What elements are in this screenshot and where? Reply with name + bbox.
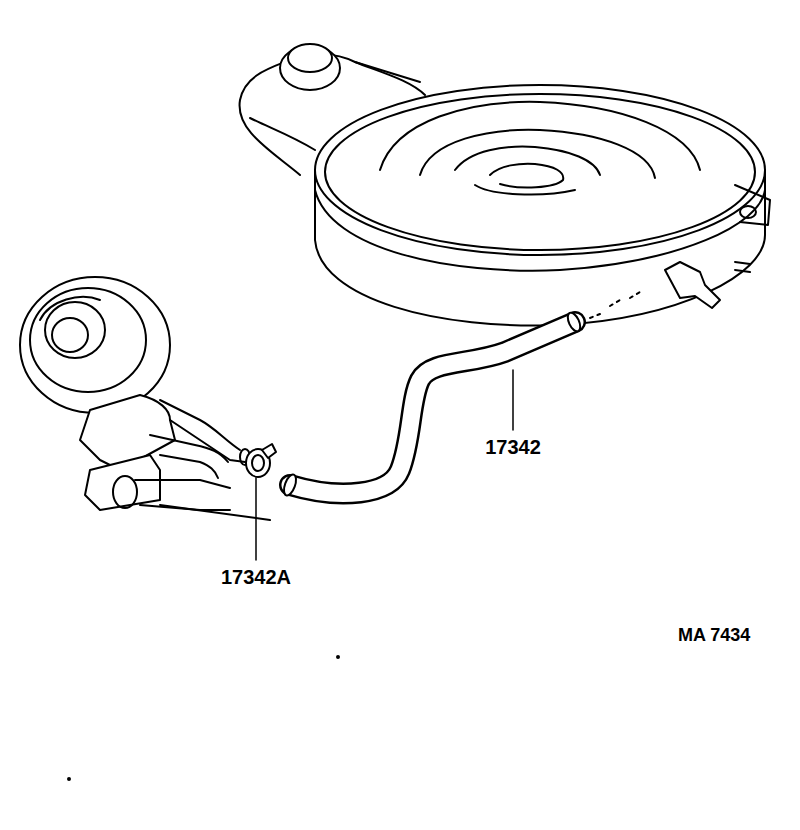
callout-number: 17342 <box>483 436 543 458</box>
figure-code: MA 7434 <box>676 625 752 645</box>
callout-number: 17342A <box>219 566 293 588</box>
